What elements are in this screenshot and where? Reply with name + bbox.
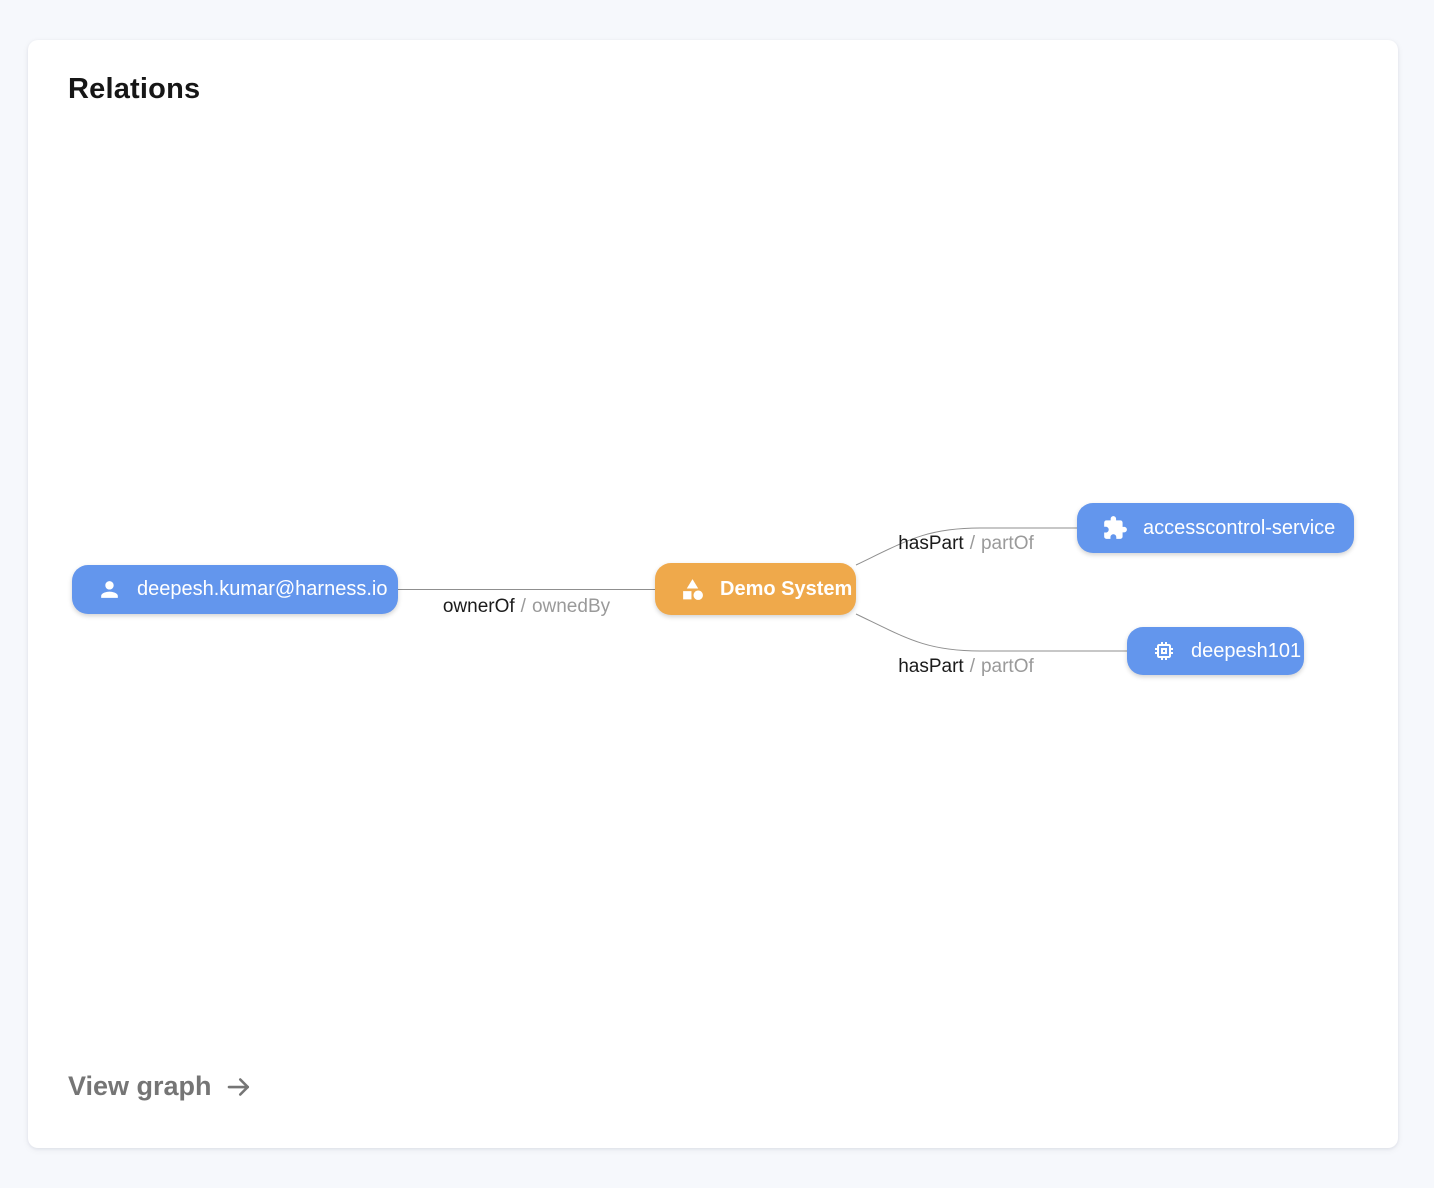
edge-label-separator: / xyxy=(969,533,975,554)
view-graph-label: View graph xyxy=(68,1071,212,1101)
node-user-deepesh-kumar[interactable]: deepesh.kumar@harness.io xyxy=(72,565,398,614)
node-label: accesscontrol-service xyxy=(1143,516,1336,539)
relations-card: Relations ownerOf / ownedBy hasPart / pa… xyxy=(28,40,1398,1148)
card-title: Relations xyxy=(68,73,201,105)
graph-edges xyxy=(398,527,1127,652)
person-icon xyxy=(97,577,122,602)
edge-label-secondary: partOf xyxy=(980,656,1034,677)
view-graph-link[interactable]: View graph xyxy=(68,1071,254,1102)
puzzle-icon xyxy=(1102,515,1128,541)
node-component-accesscontrol-service[interactable]: accesscontrol-service xyxy=(1077,503,1354,553)
edge-label-primary: hasPart xyxy=(898,533,964,554)
edge-label-secondary: partOf xyxy=(980,533,1034,554)
node-label: Demo System xyxy=(720,577,853,600)
node-label: deepesh101 xyxy=(1191,639,1302,662)
edge-label-primary: ownerOf xyxy=(442,596,515,617)
edge-system-service xyxy=(855,527,1077,566)
node-system-demo-system[interactable]: Demo System xyxy=(655,563,856,615)
relations-graph: ownerOf / ownedBy hasPart / partOf hasPa… xyxy=(28,40,1398,1148)
edge-label-haspart-service: hasPart / partOf xyxy=(856,533,1076,555)
category-icon xyxy=(680,577,705,602)
node-label: deepesh.kumar@harness.io xyxy=(137,578,388,600)
edge-label-haspart-resource: hasPart / partOf xyxy=(856,656,1076,678)
chip-icon xyxy=(1152,639,1176,663)
edge-system-resource xyxy=(855,613,1127,652)
edge-label-ownerof: ownerOf / ownedBy xyxy=(398,596,655,618)
edge-label-primary: hasPart xyxy=(898,656,964,677)
edge-label-separator: / xyxy=(520,596,526,617)
node-resource-deepesh101[interactable]: deepesh101 xyxy=(1127,627,1304,675)
edge-label-separator: / xyxy=(969,656,975,677)
edge-label-secondary: ownedBy xyxy=(531,596,611,617)
arrow-right-icon xyxy=(224,1072,254,1102)
